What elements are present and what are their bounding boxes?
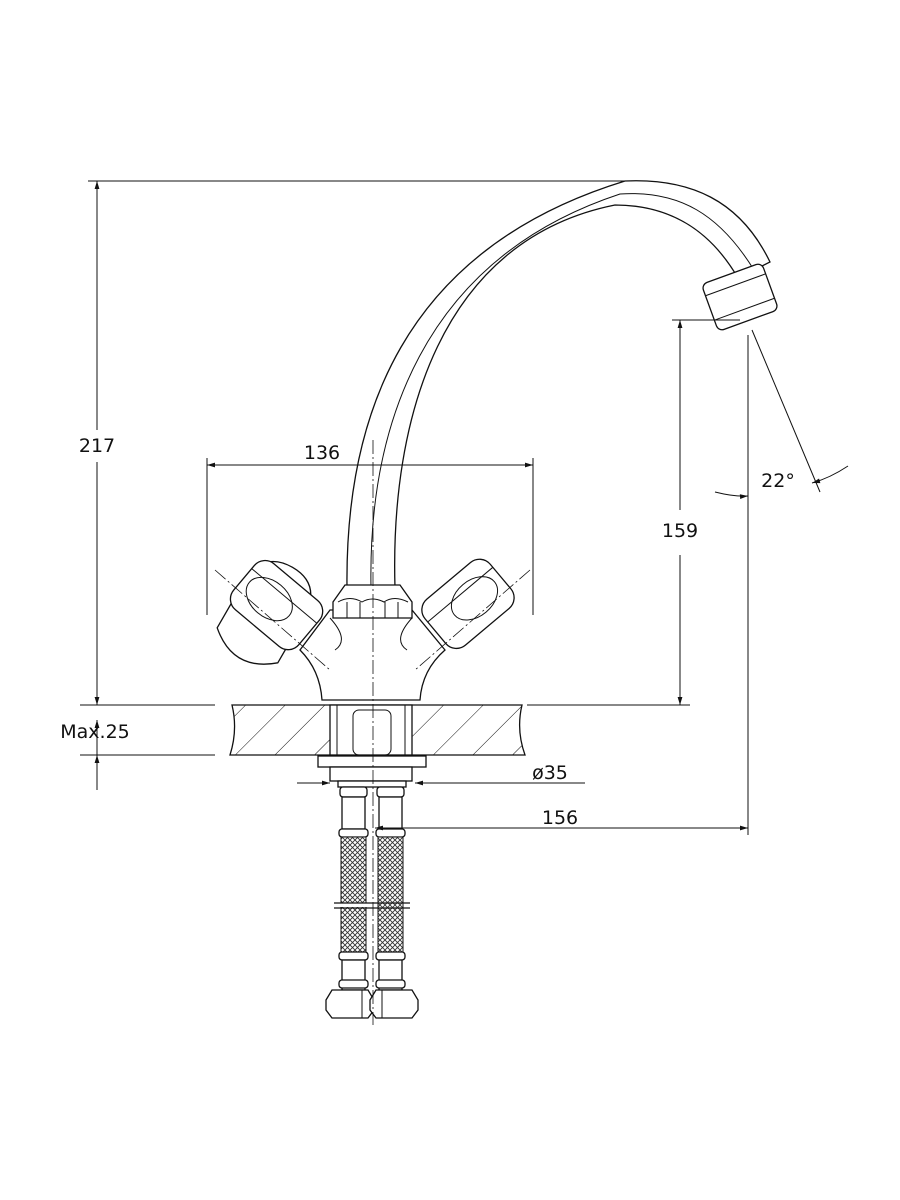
handle-right	[421, 558, 515, 650]
dim-max-thickness-label: Max.25	[60, 721, 130, 743]
dim-angle-label: 22°	[761, 470, 795, 492]
hose-right	[375, 786, 406, 991]
spout	[346, 180, 778, 589]
countertop-section	[229, 704, 526, 756]
handle-left	[216, 559, 324, 665]
mounting-hardware	[317, 755, 427, 788]
dim-reach-label: 156	[542, 807, 578, 829]
dim-diameter-label: ø35	[532, 762, 568, 784]
dimension-labels: 217 136 159 22° Max.25 ø35 156	[60, 435, 795, 829]
dim-height-label: 217	[79, 435, 115, 457]
hose-nut-right	[369, 989, 419, 1019]
dim-handle-span-label: 136	[304, 442, 340, 464]
dimension-lines	[80, 180, 849, 835]
aerator-nozzle	[702, 263, 778, 331]
spout-nut	[332, 584, 413, 619]
faucet-body	[299, 609, 446, 701]
dim-clearance-label: 159	[662, 520, 698, 542]
hose-nut-left	[325, 989, 375, 1019]
hose-left	[338, 786, 369, 991]
supply-hoses	[325, 786, 419, 1019]
